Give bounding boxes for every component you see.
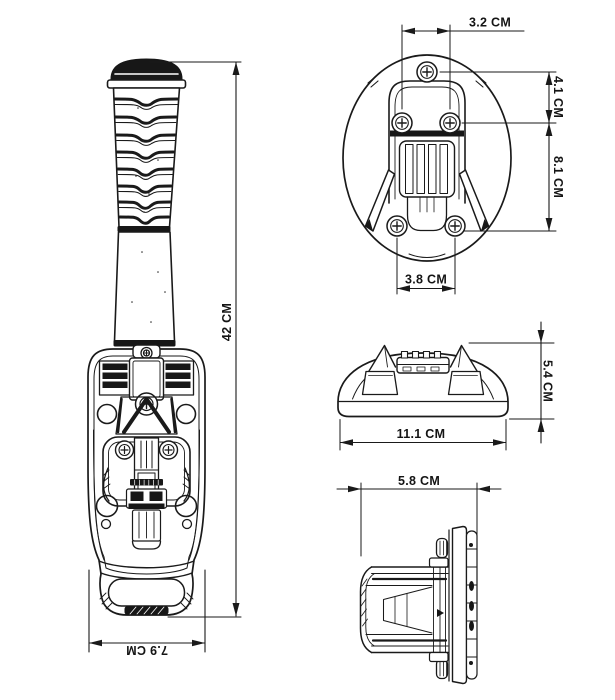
knob-bottom: [435, 658, 449, 680]
front-view: 42 CM 7.9 CM: [87, 58, 242, 657]
base-front-view: 11.1 CM 5.4 CM: [337, 321, 555, 451]
bracket-screw-right: [158, 440, 179, 460]
base-dimensions: [339, 321, 555, 451]
end-cap: [359, 566, 373, 654]
plate-bottom-spacing-label: 3.8 CM: [405, 273, 447, 287]
handle-grip: [112, 87, 181, 232]
plate-body: [451, 525, 468, 685]
ankle-line-1: [98, 560, 195, 569]
screw-mid-right: [439, 112, 461, 134]
tunnel-lines: [382, 586, 433, 634]
clamp-mechanism: [359, 557, 449, 663]
leg-left: [364, 169, 396, 232]
base-height-label: 5.4 CM: [541, 360, 555, 402]
plate-top-spacing-label: 3.2 CM: [469, 16, 511, 30]
bracket-inner: [394, 86, 460, 200]
side-depth-label: 5.8 CM: [398, 474, 440, 488]
foot: [99, 578, 194, 615]
side-dimensions: [336, 482, 502, 557]
plate-upper-height-label: 4.1 CM: [551, 76, 565, 118]
mount-plate-back-view: 3.2 CM 4.1 CM 8.1 CM 3.8 CM: [342, 16, 565, 295]
base-width-label: 11.1 CM: [397, 427, 446, 441]
side-rail-left: [93, 429, 105, 561]
lower-hole-left: [95, 494, 119, 518]
hole-right: [175, 403, 197, 425]
side-profile-view: 5.8 CM: [336, 474, 502, 685]
screw-mid-left: [391, 112, 413, 134]
brand-logo: [130, 479, 163, 486]
plate-dimensions: [396, 24, 557, 295]
front-width-label: 7.9 CM: [126, 643, 168, 657]
wing-right: [183, 467, 191, 502]
a-frame-bracket: [115, 396, 178, 435]
plate-lower-height-label: 8.1 CM: [551, 156, 565, 198]
screw-bottom-left: [386, 215, 408, 237]
rim-notch-left: [367, 76, 379, 88]
knob-top: [435, 537, 449, 559]
rim-bottom-arc: [408, 253, 446, 258]
shaft: [113, 231, 176, 347]
slat-frame: [398, 140, 456, 198]
hole-left: [96, 403, 118, 425]
screw-top: [416, 61, 438, 83]
bottom-spacing-extensions: [396, 237, 456, 295]
bracket-screw-left: [114, 440, 135, 460]
grip-rib-shadows: [114, 103, 178, 213]
body-inner-outline: [93, 355, 200, 575]
latch-assembly: [125, 488, 168, 550]
foot-block-left: [361, 370, 399, 396]
mount-body: [87, 344, 206, 616]
screw-bottom-right: [444, 215, 466, 237]
plate-screws: [386, 61, 466, 237]
front-dimensions: [88, 61, 242, 653]
foot-block-right: [447, 370, 485, 396]
hinge-band: [390, 130, 464, 137]
mount-plate-edge: [435, 525, 478, 685]
rim-notch-right: [475, 76, 487, 88]
grip-ribs: [113, 97, 179, 225]
base-width-extensions: [339, 419, 507, 451]
side-rail-right: [188, 429, 200, 561]
cradle-bracket: [361, 344, 485, 396]
handle-cap: [106, 58, 187, 89]
top-spacing-extensions: [401, 24, 451, 110]
front-height-label: 42 CM: [220, 303, 234, 341]
slats: [405, 144, 448, 194]
lower-hole-right: [174, 494, 198, 518]
wing-left: [102, 467, 110, 502]
